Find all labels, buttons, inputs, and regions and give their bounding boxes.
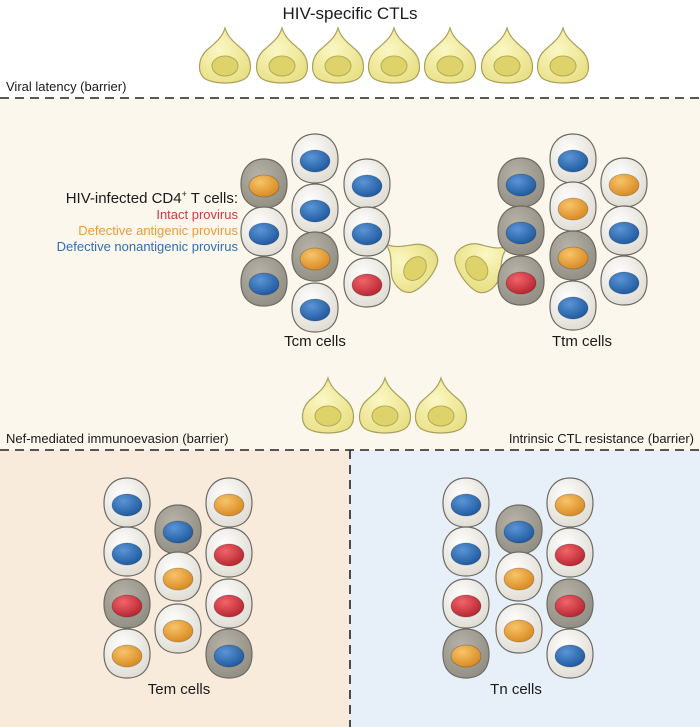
cd4-cell-tem-7 xyxy=(103,578,151,629)
legend-item-nonantigenic: Defective nonantigenic provirus xyxy=(56,239,238,254)
cd4-cell-tcm-6 xyxy=(343,206,391,257)
cd4-cell-tn-11 xyxy=(546,628,594,679)
cd4-cell-tem-4 xyxy=(103,526,151,577)
cd4-cell-tcm-7 xyxy=(240,256,288,307)
cd4-cell-tcm-1 xyxy=(240,158,288,209)
cd4-cell-tn-4 xyxy=(442,526,490,577)
label-tn-cells: Tn cells xyxy=(490,681,542,698)
cd4-cell-tem-8 xyxy=(154,603,202,654)
cd4-cell-tn-6 xyxy=(546,527,594,578)
ctl-middle-2 xyxy=(358,375,412,434)
cd4-cell-tcm-10 xyxy=(291,282,339,333)
cd4-cell-tem-3 xyxy=(205,477,253,528)
legend: HIV-infected CD4+ T cells: Intact provir… xyxy=(57,189,238,255)
cd4-cell-tn-10 xyxy=(442,628,490,679)
cd4-cell-ttm-9 xyxy=(600,255,648,306)
cd4-cell-tcm-3 xyxy=(343,158,391,209)
cd4-cells xyxy=(103,133,648,679)
cd4-cell-tcm-8 xyxy=(291,231,339,282)
title-ctls: HIV-specific CTLs xyxy=(282,4,418,23)
cd4-cell-tem-11 xyxy=(205,628,253,679)
cd4-cell-tcm-9 xyxy=(343,257,391,308)
label-tem-cells: Tem cells xyxy=(147,681,211,698)
cd4-cell-ttm-4 xyxy=(497,205,545,256)
cd4-cell-tem-6 xyxy=(205,527,253,578)
cd4-cell-tem-1 xyxy=(103,477,151,528)
barrier-label-nef: Nef-mediated immunoevasion (barrier) xyxy=(6,431,229,446)
ctl-middle-1 xyxy=(301,375,355,434)
cd4-cell-ttm-5 xyxy=(549,181,597,232)
cd4-cell-tn-7 xyxy=(442,578,490,629)
barrier-lines xyxy=(0,97,700,727)
cd4-cell-ttm-8 xyxy=(549,230,597,281)
ctl-cells xyxy=(198,25,590,434)
cd4-cell-ttm-10 xyxy=(549,280,597,331)
barrier-label-viral-latency: Viral latency (barrier) xyxy=(6,79,127,94)
cd4-cell-tem-2 xyxy=(154,504,202,555)
ctl-top-6 xyxy=(480,25,534,84)
cd4-cell-tem-9 xyxy=(205,578,253,629)
cd4-cell-tn-3 xyxy=(546,477,594,528)
cd4-cell-tcm-2 xyxy=(291,133,339,184)
cd4-cell-tem-5 xyxy=(154,551,202,602)
legend-item-antigenic: Defective antigenic provirus xyxy=(78,223,238,238)
cd4-cell-ttm-1 xyxy=(497,157,545,208)
cd4-cell-ttm-2 xyxy=(549,133,597,184)
ctl-top-2 xyxy=(255,25,309,84)
ctl-top-5 xyxy=(423,25,477,84)
barrier-label-intrinsic: Intrinsic CTL resistance (barrier) xyxy=(508,431,694,446)
label-ttm-cells: Ttm cells xyxy=(552,333,612,350)
cd4-cell-tn-5 xyxy=(495,551,543,602)
cd4-cell-tn-2 xyxy=(495,504,543,555)
cd4-cell-tcm-4 xyxy=(240,206,288,257)
legend-item-intact: Intact provirus xyxy=(156,207,238,222)
cd4-cell-ttm-6 xyxy=(600,205,648,256)
ctl-top-3 xyxy=(311,25,365,84)
cd4-cell-tn-9 xyxy=(546,578,594,629)
cd4-cell-tcm-5 xyxy=(291,183,339,234)
ctl-top-4 xyxy=(367,25,421,84)
legend-heading: HIV-infected CD4+ T cells: xyxy=(65,189,238,207)
ctl-top-1 xyxy=(198,25,252,84)
cd4-cell-tn-1 xyxy=(442,477,490,528)
ctl-attacking-tcm xyxy=(384,242,439,294)
cd4-cell-ttm-3 xyxy=(600,157,648,208)
cd4-cell-tn-8 xyxy=(495,603,543,654)
ctl-middle-3 xyxy=(414,375,468,434)
label-tcm-cells: Tcm cells xyxy=(284,333,346,350)
cd4-cell-tem-10 xyxy=(103,628,151,679)
cd4-cell-ttm-7 xyxy=(497,255,545,306)
ctl-top-7 xyxy=(536,25,590,84)
